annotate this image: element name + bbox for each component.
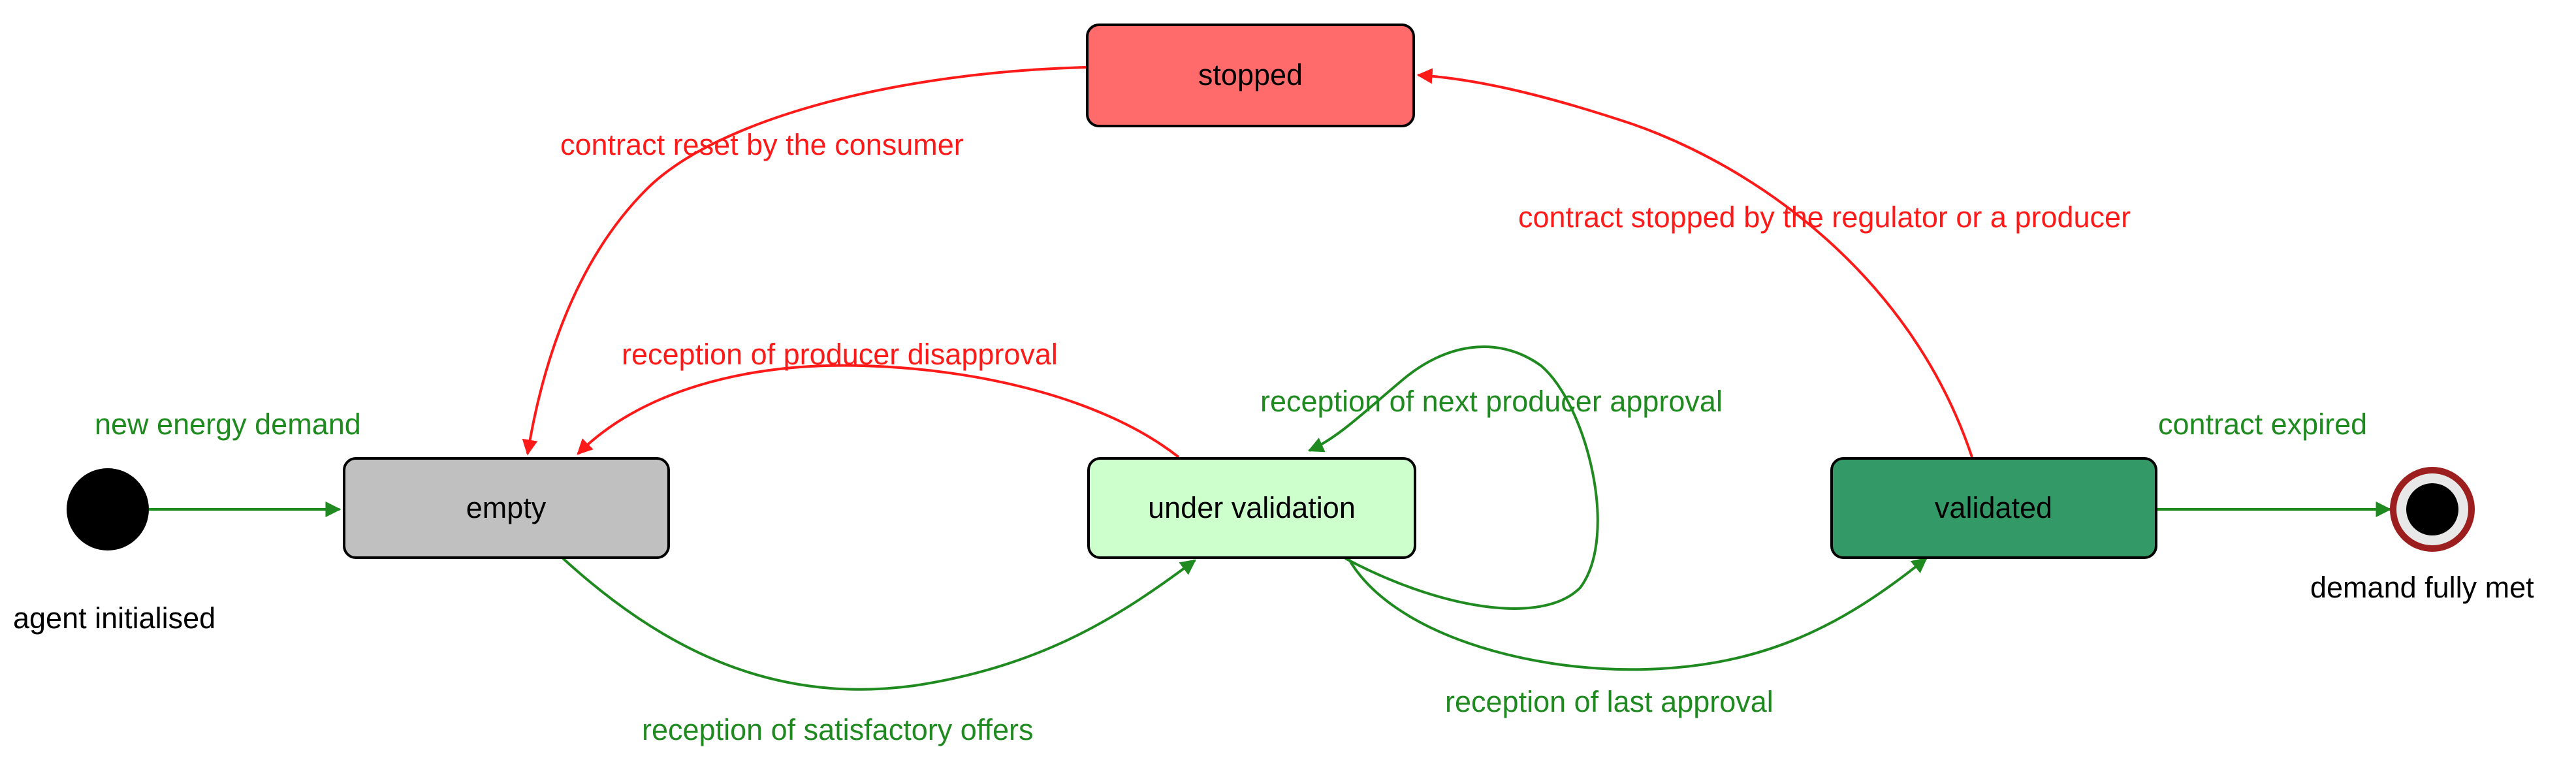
label-new-energy-demand: new energy demand: [95, 407, 361, 441]
edge-satisfactory-offers: [562, 557, 1196, 691]
label-contract-stopped: contract stopped by the regulator or a p…: [1518, 200, 2131, 234]
state-under-validation: under validation: [1087, 457, 1416, 559]
state-empty-label: empty: [466, 491, 547, 524]
label-next-producer-approval: reception of next producer approval: [1260, 385, 1723, 418]
label-contract-expired: contract expired: [2158, 407, 2367, 441]
label-last-approval: reception of last approval: [1445, 685, 1773, 718]
edge-contract-reset: [522, 66, 1088, 456]
label-producer-disapproval: reception of producer disapproval: [622, 338, 1058, 371]
state-validated: validated: [1830, 457, 2157, 559]
edge-next-producer-approval: [1307, 345, 1599, 610]
label-contract-reset: contract reset by the consumer: [560, 128, 964, 161]
edge-producer-disapproval: [577, 364, 1180, 458]
state-empty: empty: [343, 457, 670, 559]
state-under-validation-label: under validation: [1148, 491, 1356, 524]
edge-contract-stopped: [1416, 68, 1973, 458]
state-stopped: stopped: [1086, 24, 1415, 127]
edge-last-approval: [1347, 557, 1928, 671]
start-node: [67, 468, 149, 550]
end-caption: demand fully met: [2310, 571, 2534, 604]
state-stopped-label: stopped: [1198, 58, 1303, 91]
start-caption: agent initialised: [13, 601, 215, 635]
label-satisfactory-offers: reception of satisfactory offers: [642, 713, 1033, 746]
end-node: [2390, 467, 2475, 552]
state-validated-label: validated: [1935, 491, 2052, 524]
